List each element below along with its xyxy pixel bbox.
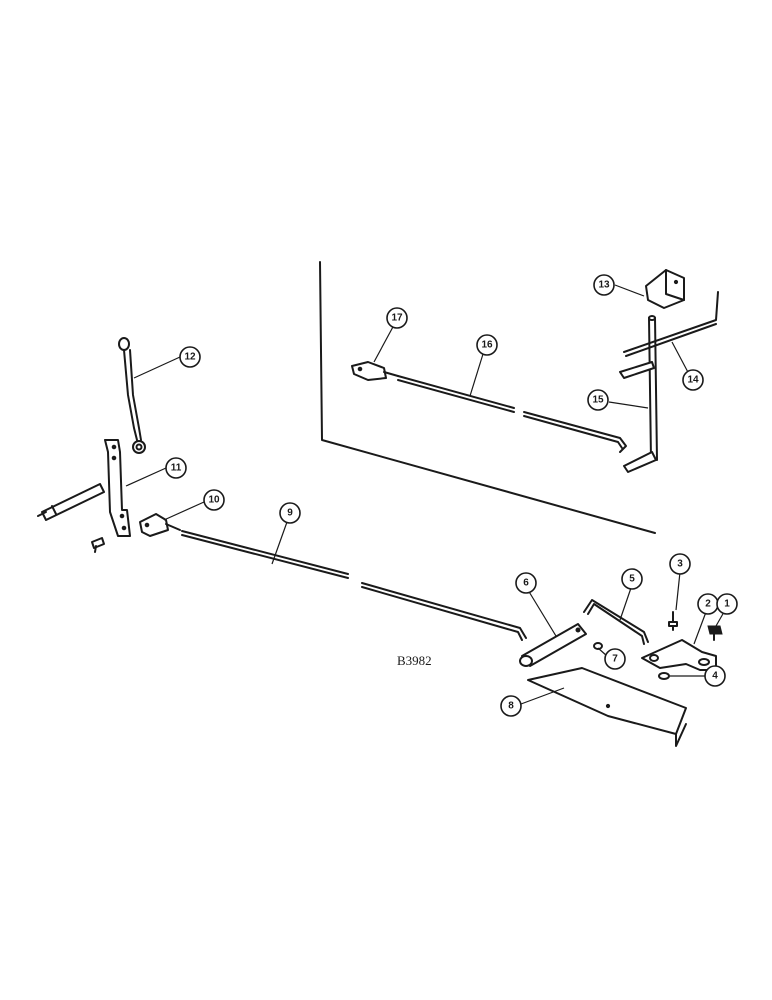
callout-13: 13 [593,274,615,296]
callout-9: 9 [279,502,301,524]
callout-label: 1 [724,599,730,610]
callout-16: 16 [476,334,498,356]
callout-label: 9 [287,508,293,519]
callout-label: 3 [677,559,683,570]
part-1-bolt [707,625,723,641]
callout-5: 5 [621,568,643,590]
part-12-shift-lever [118,337,146,454]
callout-6: 6 [515,572,537,594]
callout-label: 15 [592,395,604,406]
inset-frame [319,261,656,534]
part-2-mount-bracket [641,639,717,671]
callout-label: 10 [208,495,220,506]
callout-label: 5 [629,574,635,585]
callout-12: 12 [179,346,201,368]
part-3-stud [668,611,678,631]
callout-4: 4 [704,665,726,687]
callout-label: 14 [687,375,699,386]
part-11-lever-bracket [37,439,131,553]
part-6-arm [519,623,587,667]
callout-label: 16 [481,340,493,351]
part-14-bent-rod [623,291,719,357]
part-17-clevis [351,361,399,381]
callout-label: 4 [712,671,718,682]
callout-8: 8 [500,695,522,717]
part-16-rod [397,375,627,453]
callout-label: 11 [171,463,182,474]
part-10-clevis [139,513,181,537]
part-15-cross-shaft [619,315,658,473]
leader-lines [125,284,725,705]
callout-3: 3 [669,553,691,575]
callout-1: 1 [716,593,738,615]
callout-17: 17 [386,307,408,329]
callout-11: 11 [165,457,187,479]
callout-label: 6 [523,578,529,589]
drawing-code: B3982 [397,653,432,668]
callout-label: 17 [391,313,403,324]
callout-label: 2 [705,599,711,610]
callout-label: 12 [184,352,196,363]
part-8-plate [527,667,687,747]
callout-label: 8 [508,701,514,712]
callout-2: 2 [697,593,719,615]
part-4-nut [658,672,670,680]
callout-10: 10 [203,489,225,511]
callout-label: 13 [598,280,610,291]
part-7-washer [593,642,603,650]
callout-label: 7 [612,654,618,665]
callout-15: 15 [587,389,609,411]
part-5-link-rod [583,599,649,645]
callout-14: 14 [682,369,704,391]
callout-7: 7 [604,648,626,670]
part-13-angle-bracket [645,269,685,309]
part-9-rod [181,530,527,641]
